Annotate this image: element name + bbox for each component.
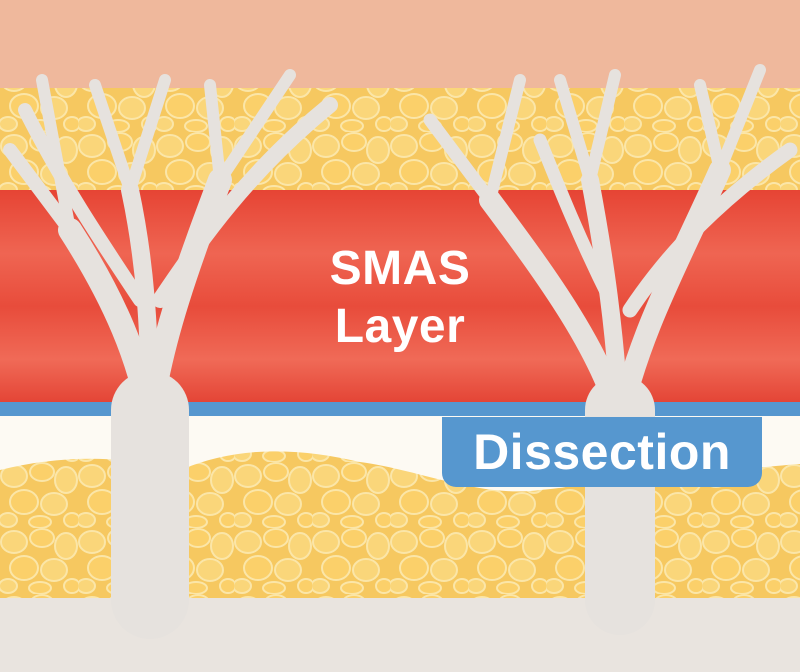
smas-label-line2: Layer [334,300,466,353]
smas-label-line1: SMAS [329,242,471,295]
smas-layer-label: SMAS Layer [250,240,550,356]
left-retaining-ligament [3,69,338,639]
skin-layer [0,0,800,90]
dissection-label-badge: Dissection [442,417,762,487]
